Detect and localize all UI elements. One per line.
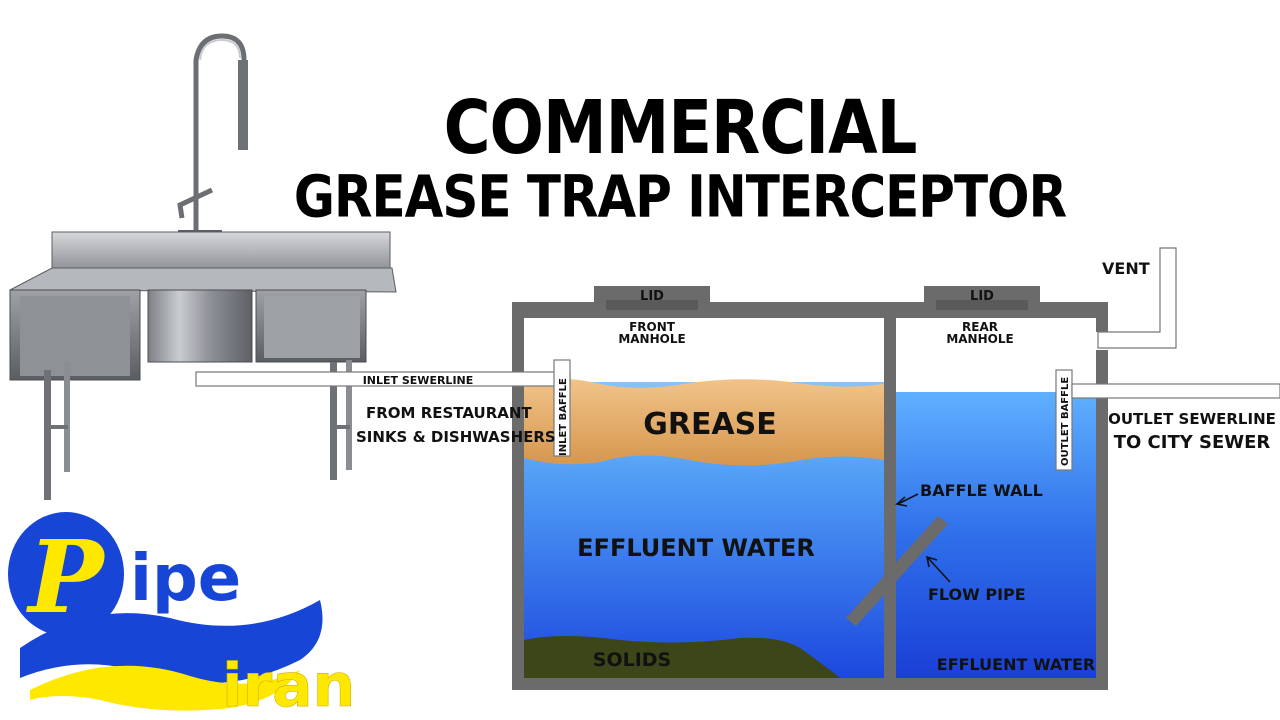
tank-bottom: [512, 678, 1108, 690]
front-manhole-label-1: FRONT: [629, 320, 676, 334]
lid-front-label: LID: [640, 289, 664, 304]
sink-illustration: [9, 33, 397, 500]
flow-pipe: [846, 516, 948, 626]
baffle-wall-label: BAFFLE WALL: [920, 481, 1043, 500]
rear-manhole-label-1: REAR: [962, 320, 998, 334]
logo-letter: P: [25, 518, 106, 636]
lid-rear-label: LID: [970, 289, 994, 304]
outlet-baffle-label: OUTLET BAFFLE: [1060, 377, 1071, 466]
inlet-sewerline-label: INLET SEWERLINE: [363, 374, 474, 387]
front-lid: [594, 286, 710, 304]
flow-pipe-label: FLOW PIPE: [928, 585, 1026, 604]
logo-word-1: ipe: [130, 542, 241, 616]
outlet-sewerline-label-1: OUTLET SEWERLINE: [1108, 410, 1276, 428]
pipe-iran-logo: P ipe iran: [8, 512, 356, 720]
vent-label: VENT: [1102, 259, 1150, 278]
front-manhole-label-2: MANHOLE: [618, 332, 685, 346]
vent-pipe: [1097, 247, 1177, 349]
grease-layer: [524, 378, 884, 466]
solids-layer: [524, 636, 840, 678]
effluent-water-label: EFFLUENT WATER: [577, 534, 815, 562]
outlet-baffle: [1055, 369, 1073, 471]
inlet-baffle: [553, 359, 571, 457]
rear-manhole-label-2: MANHOLE: [946, 332, 1013, 346]
tank-left-wall: [512, 306, 524, 690]
from-restaurant-label-1: FROM RESTAURANT: [366, 404, 532, 422]
from-restaurant-label-2: SINKS & DISHWASHERS: [356, 428, 556, 446]
outlet-sewerline-pipe: [1071, 383, 1280, 399]
title-line-1: COMMERCIAL: [443, 86, 918, 172]
title-line-2: GREASE TRAP INTERCEPTOR: [293, 163, 1067, 231]
effluent-water-rear-label: EFFLUENT WATER: [937, 655, 1095, 674]
logo-word-2: iran: [222, 651, 355, 720]
outlet-sewerline-label-2: TO CITY SEWER: [1114, 432, 1271, 453]
baffle-wall: [884, 310, 896, 686]
inlet-baffle-label: INLET BAFFLE: [558, 378, 569, 456]
solids-label: SOLIDS: [593, 649, 671, 671]
grease-label: GREASE: [643, 407, 777, 442]
rear-lid: [924, 286, 1040, 304]
